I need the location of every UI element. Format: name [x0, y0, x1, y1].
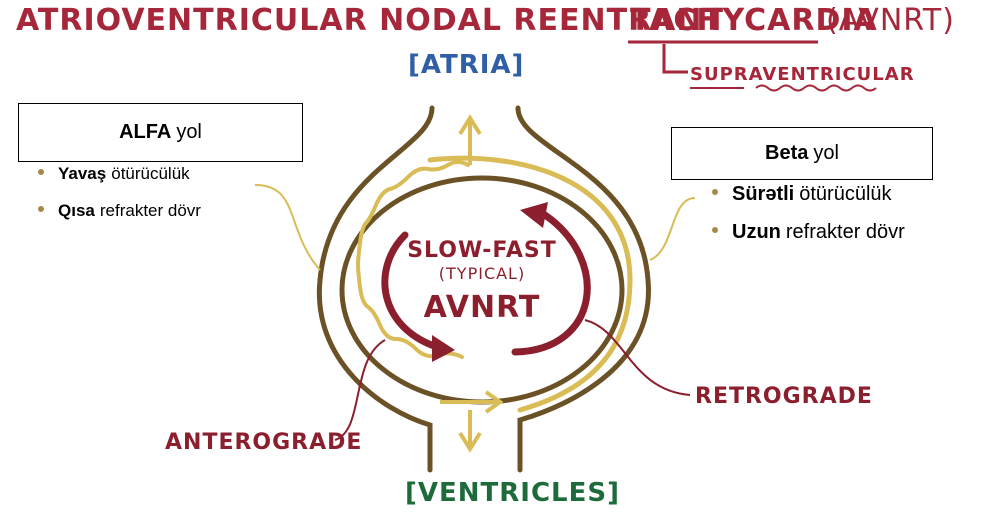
center-label-line2: (TYPICAL): [438, 264, 526, 283]
beta-item-1-bold: Sürətli: [732, 183, 795, 205]
left-red-arrowhead-icon: [432, 335, 455, 362]
supra-connector: [662, 44, 688, 74]
beta-box-rest: yol: [813, 142, 839, 164]
beta-item-2-rest: refrakter dövr: [785, 221, 905, 243]
alfa-item-2-bold: Qısa: [58, 201, 95, 220]
page-title: ATRIOVENTRICULAR NODAL REENTRANT: [16, 3, 724, 38]
alfa-box: ALFA yol: [18, 103, 303, 162]
retrograde-label: RETROGRADE: [695, 384, 873, 409]
alfa-item-1-rest: ötürücülük: [111, 164, 190, 183]
beta-callout: [649, 197, 696, 261]
beta-box: Beta yol: [671, 127, 933, 180]
alfa-item-2-rest: refrakter dövr: [99, 201, 201, 220]
alfa-box-bold: ALFA: [119, 121, 172, 143]
center-label-line1: SLOW-FAST: [407, 238, 557, 263]
bullet-icon: [712, 226, 718, 233]
bullet-icon: [38, 205, 44, 212]
right-red-arrowhead-icon: [520, 202, 548, 228]
alfa-item-1-bold: Yavaş: [58, 164, 107, 183]
supra-wavy-underline: [755, 84, 877, 92]
title-tachycardia: TACHYCARDIA: [630, 3, 878, 38]
center-label-line3: AVNRT: [423, 290, 541, 325]
anterograde-label: ANTEROGRADE: [165, 430, 363, 455]
retrograde-pointer: [584, 319, 691, 396]
down-arrow-head-icon: [458, 431, 482, 453]
slow-pathway: [355, 160, 470, 359]
beta-box-bold: Beta: [765, 142, 809, 164]
right-arrow-head-icon: [484, 390, 504, 414]
title-abbrev: (AVNRT): [826, 3, 955, 38]
alfa-callout: [254, 184, 321, 271]
right-red-arc: [511, 211, 591, 356]
left-red-arc: [381, 231, 444, 352]
alfa-box-rest: yol: [176, 121, 202, 143]
ventricles-label: [VENTRICLES]: [405, 478, 620, 508]
anterograde-pointer: [334, 339, 386, 441]
bullet-icon: [38, 168, 44, 175]
bullet-icon: [712, 188, 718, 195]
up-arrow-head-icon: [458, 114, 482, 136]
atria-label: [ATRIA]: [408, 50, 525, 80]
beta-item-1-rest: ötürücülük: [799, 183, 892, 205]
fast-pathway: [427, 155, 633, 413]
beta-item-2-bold: Uzun: [732, 221, 781, 243]
outer-node-ring: [316, 105, 651, 473]
supraventricular-label: SUPRAVENTRICULAR: [690, 64, 915, 85]
